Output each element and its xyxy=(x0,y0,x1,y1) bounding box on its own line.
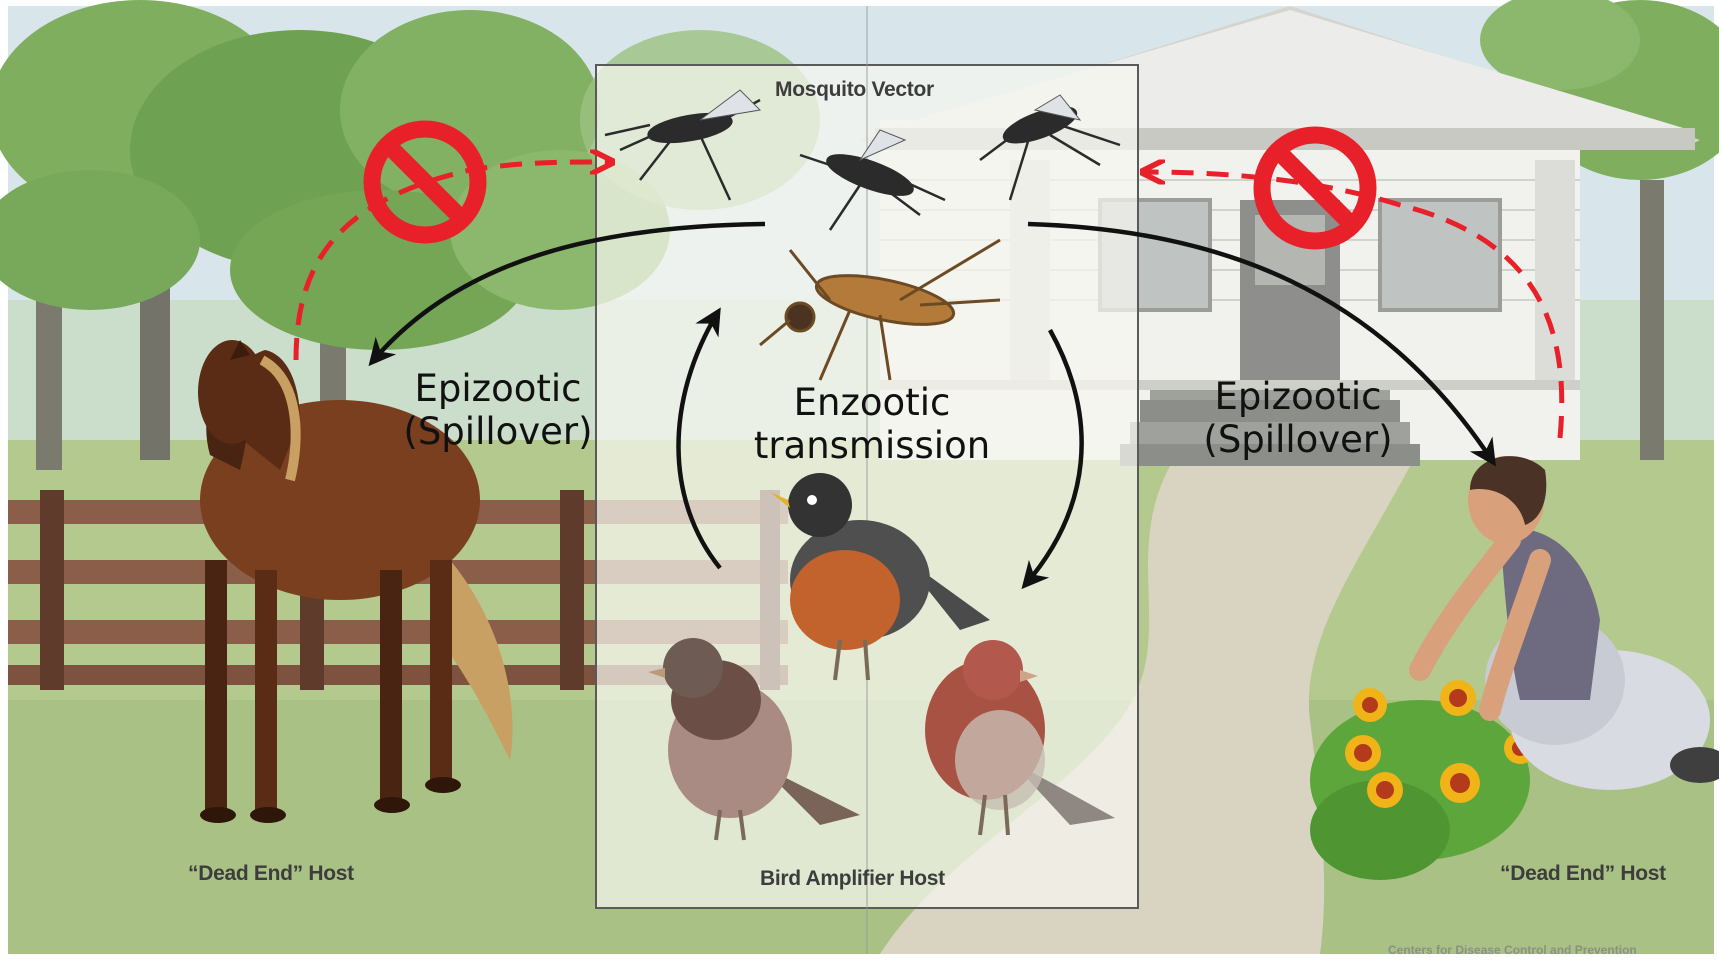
epizootic-left-line2: (Spillover) xyxy=(388,411,608,454)
enzootic-line1: Enzootic xyxy=(728,382,1016,425)
dead-end-host-label-left: “Dead End” Host xyxy=(188,862,354,886)
dead-end-host-label-right: “Dead End” Host xyxy=(1500,862,1666,886)
epizootic-right-line1: Epizootic xyxy=(1183,376,1413,419)
cdc-credit: Centers for Disease Control and Preventi… xyxy=(1388,943,1637,957)
mosquito-vector-label: Mosquito Vector xyxy=(775,78,934,102)
enzootic-line2: transmission xyxy=(728,425,1016,468)
epizootic-right-line2: (Spillover) xyxy=(1183,419,1413,462)
bird-amplifier-host-label: Bird Amplifier Host xyxy=(760,867,945,891)
epizootic-label-right: Epizootic (Spillover) xyxy=(1183,376,1413,461)
epizootic-label-left: Epizootic (Spillover) xyxy=(388,368,608,453)
epizootic-left-line1: Epizootic xyxy=(388,368,608,411)
enzootic-label: Enzootic transmission xyxy=(728,382,1016,467)
